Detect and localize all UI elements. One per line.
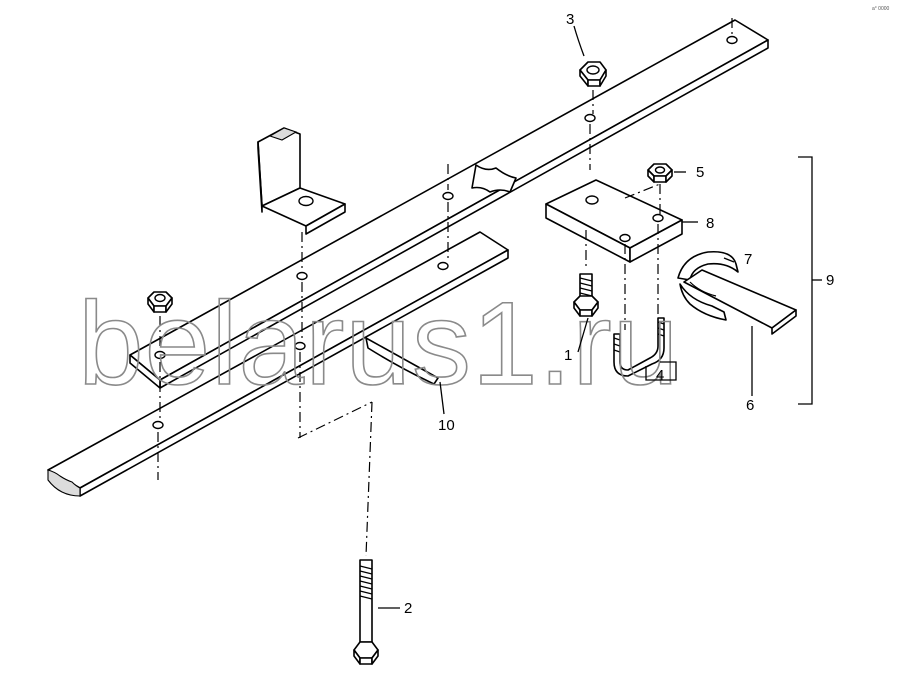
- lower-frame-bar: [47, 231, 509, 497]
- assembly-axes: [157, 18, 733, 557]
- callout-6: 6: [746, 397, 754, 414]
- callout-10: 10: [438, 417, 455, 434]
- nut-left: [147, 291, 173, 313]
- callout-9: 9: [826, 272, 834, 289]
- callout-8: 8: [706, 215, 714, 232]
- leader-lines: [378, 25, 822, 609]
- angle-bracket: [257, 127, 346, 235]
- u-bolt: [613, 317, 665, 377]
- corner-mark: a° 0000: [872, 6, 890, 12]
- clamp-plate: [545, 179, 683, 263]
- spacer-bar: [365, 337, 439, 385]
- toggle-handle: [677, 250, 797, 335]
- callout-1: 1: [564, 347, 572, 364]
- short-bolt: [573, 273, 599, 317]
- callout-4: 4: [656, 367, 664, 384]
- callout-3: 3: [566, 11, 574, 28]
- long-bolt: [353, 559, 379, 665]
- callout-5: 5: [696, 164, 704, 181]
- watermark-text: belarus1.ru: [78, 278, 679, 410]
- nut-top: [579, 61, 607, 87]
- callout-2: 2: [404, 600, 412, 617]
- upper-frame-bar: [129, 19, 769, 389]
- callout-7: 7: [744, 251, 752, 268]
- nut-5: [647, 163, 673, 183]
